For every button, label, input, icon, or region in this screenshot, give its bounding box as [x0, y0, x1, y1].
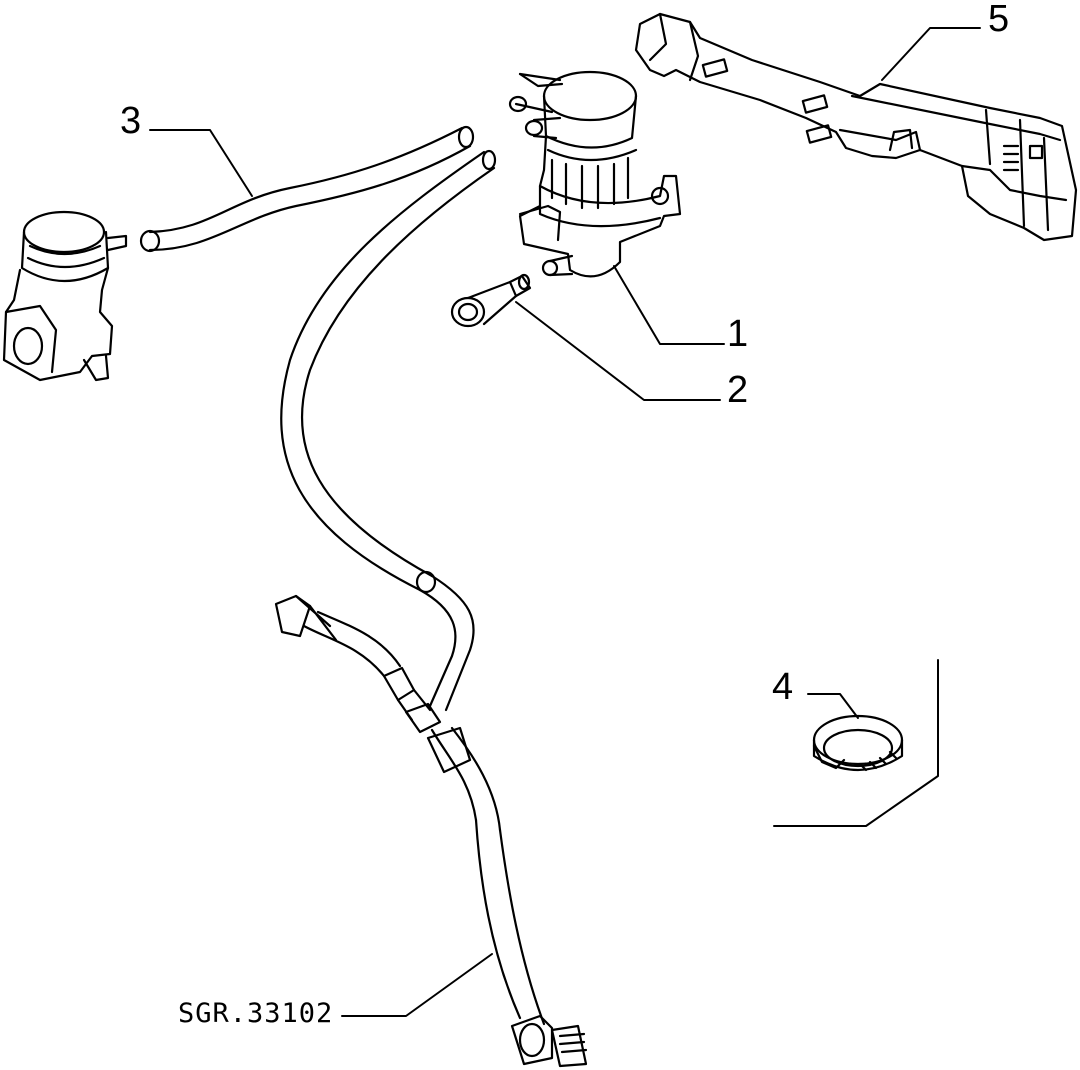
- callout-number-4: 4: [772, 666, 794, 708]
- leader-line-3: [149, 129, 253, 197]
- leader-line-4: [807, 693, 859, 719]
- leader-line-2: [515, 301, 721, 401]
- part-3-hose: [139, 125, 475, 253]
- leader-lines: [149, 27, 981, 1017]
- actuator-assembly: [2, 210, 128, 382]
- part-1-solenoid-valve: [508, 70, 682, 278]
- callout-number-3: 3: [120, 100, 142, 142]
- leader-line-1: [613, 265, 725, 345]
- leader-line-ref: [341, 953, 493, 1017]
- part-2-bolt: [450, 273, 532, 328]
- callout-number-1: 1: [727, 313, 749, 355]
- callout-number-2: 2: [727, 369, 749, 411]
- reference-code: SGR.33102: [178, 998, 334, 1029]
- bracket-frame-line: [773, 659, 939, 827]
- callout-number-5: 5: [988, 0, 1010, 40]
- leader-line-5: [881, 27, 981, 81]
- part-5-bracket: [634, 12, 1078, 242]
- part-4-hose-clamp: [812, 714, 904, 772]
- tee-fitting-hoses: [274, 594, 588, 1068]
- vacuum-hose: [280, 149, 497, 712]
